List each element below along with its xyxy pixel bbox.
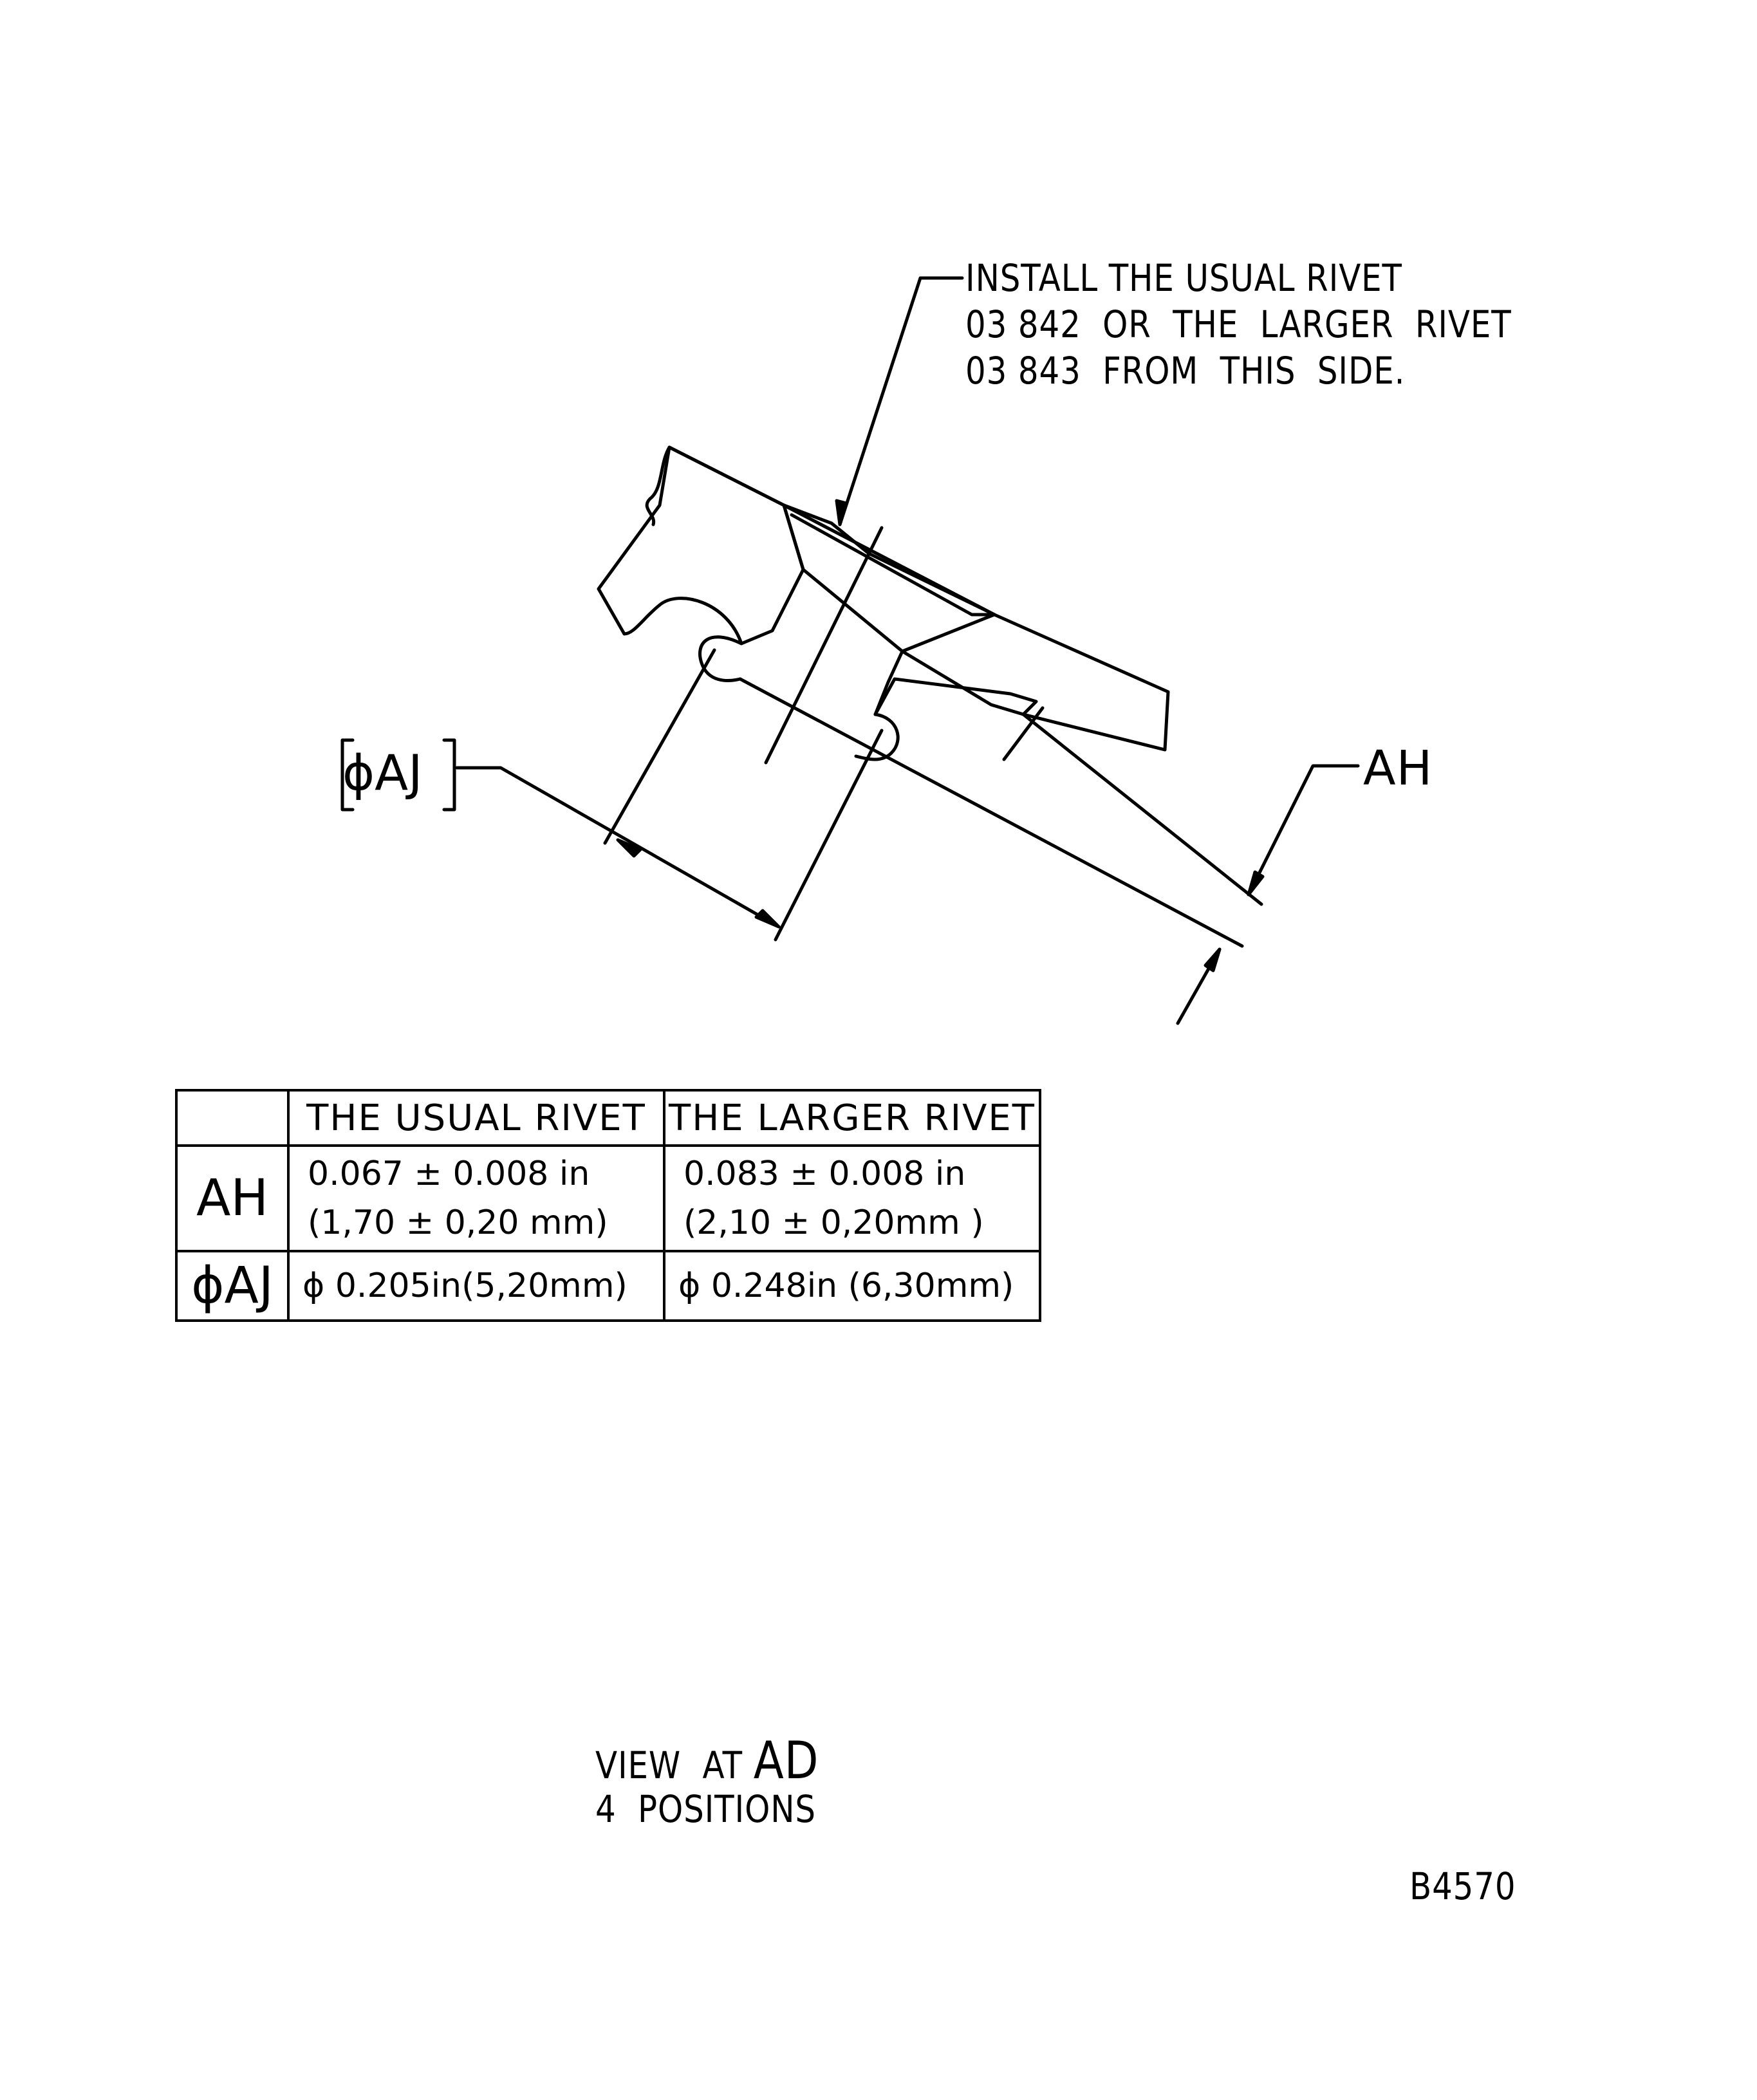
- ah-callout: AH: [1363, 741, 1433, 796]
- install-note: INSTALL THE USUAL RIVET 03 842 OR THE LA…: [965, 255, 1512, 394]
- plate-break-line: [645, 445, 671, 526]
- table-corner: [175, 1089, 290, 1147]
- aj-extension-right: [774, 729, 884, 942]
- cell-ah-larger-mm: (2,10 ± 0,20mm ): [683, 1203, 984, 1242]
- header-larger-rivet: THE LARGER RIVET: [663, 1089, 1041, 1147]
- header-usual-rivet: THE USUAL RIVET: [287, 1089, 665, 1147]
- dimension-table: THE USUAL RIVET THE LARGER RIVET AH 0.06…: [175, 1089, 1041, 1322]
- rivet-center-line: [764, 526, 884, 765]
- cell-ah-larger-in: 0.083 ± 0.008 in: [683, 1155, 966, 1193]
- row-label-aj: ϕAJ: [175, 1250, 290, 1322]
- upper-plate-left: [597, 445, 805, 646]
- aj-callout: ϕAJ: [342, 744, 423, 801]
- rivet-head: [782, 503, 996, 653]
- drawing-id: B4570: [1409, 1864, 1516, 1908]
- install-note-line2: 03 842 OR THE LARGER RIVET: [965, 302, 1512, 346]
- install-note-arrow: [835, 499, 848, 526]
- cell-ah-larger: 0.083 ± 0.008 in (2,10 ± 0,20mm ): [663, 1144, 1041, 1252]
- ah-extension-lower: [738, 677, 1244, 948]
- cell-aj-larger: ϕ 0.248in (6,30mm): [663, 1250, 1041, 1322]
- aj-dimension-line: [455, 766, 781, 929]
- ah-extension-upper: [1021, 712, 1263, 906]
- upper-skin: [667, 445, 1170, 752]
- install-note-line3: 03 843 FROM THIS SIDE.: [965, 349, 1406, 393]
- table-row-ah: AH 0.067 ± 0.008 in (1,70 ± 0,20 mm) 0.0…: [175, 1144, 1041, 1252]
- install-note-leader: [838, 276, 964, 526]
- lower-plate: [873, 613, 1045, 761]
- aj-arrow-left: [616, 838, 642, 858]
- cell-aj-usual: ϕ 0.205in(5,20mm): [287, 1250, 665, 1322]
- install-note-line1: INSTALL THE USUAL RIVET: [965, 256, 1402, 300]
- aj-arrow-right: [754, 909, 781, 929]
- row-label-ah: AH: [175, 1144, 290, 1252]
- table-row-aj: ϕAJ ϕ 0.205in(5,20mm) ϕ 0.248in (6,30mm): [175, 1250, 1041, 1322]
- cell-ah-usual-mm: (1,70 ± 0,20 mm): [308, 1203, 608, 1242]
- view-title: VIEW AT AD: [595, 1735, 819, 1789]
- aj-extension-left: [603, 648, 716, 845]
- view-positions: 4 POSITIONS: [595, 1787, 816, 1831]
- cell-ah-usual-in: 0.067 ± 0.008 in: [308, 1155, 590, 1193]
- aj-frame: [340, 738, 456, 812]
- ah-arrow-lower: [1204, 947, 1222, 972]
- ah-leader: [1247, 764, 1360, 897]
- table-header-row: THE USUAL RIVET THE LARGER RIVET: [175, 1089, 1041, 1147]
- view-title-prefix: VIEW AT: [595, 1743, 754, 1787]
- rivet-shank: [698, 635, 900, 761]
- view-title-ref: AD: [753, 1731, 819, 1790]
- cell-ah-usual: 0.067 ± 0.008 in (1,70 ± 0,20 mm): [287, 1144, 665, 1252]
- ah-arrow-upper: [1247, 870, 1265, 897]
